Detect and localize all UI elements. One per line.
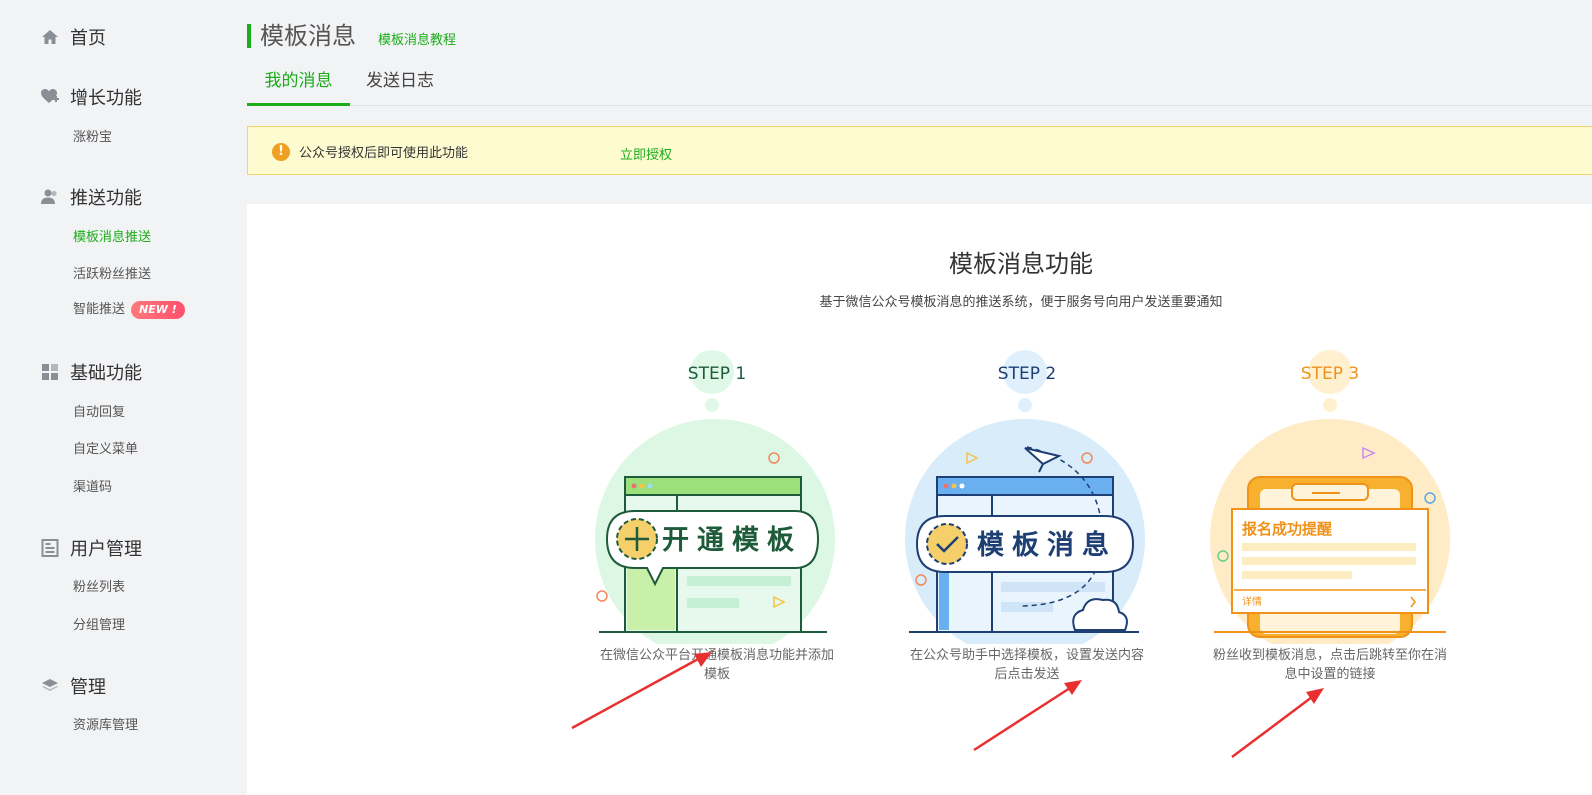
sidebar-item-auto-reply[interactable]: 自动回复 bbox=[73, 405, 126, 420]
sidebar-item-smart-push[interactable]: 智能推送 NEW ! bbox=[73, 298, 185, 319]
authorize-link[interactable]: 立即授权 bbox=[620, 148, 673, 163]
tutorial-link[interactable]: 模板消息教程 bbox=[378, 33, 457, 48]
layers-icon bbox=[40, 676, 60, 696]
step-2-desc: 在公众号助手中选择模板，设置发送内容后点击发送 bbox=[909, 648, 1144, 682]
nav-growth-title: 增长功能 bbox=[70, 88, 142, 109]
step-2-illus-text: 模板消息 bbox=[977, 529, 1117, 561]
title-accent bbox=[247, 24, 251, 48]
step-2-illustration: 模板消息 bbox=[905, 350, 1145, 644]
step-3-card-title: 报名成功提醒 bbox=[1242, 520, 1332, 538]
feature-title: 模板消息功能 bbox=[949, 250, 1093, 278]
step-2: 模板消息 STEP 2 在公众号助手中选择模板，设置发送内容后点击发送 bbox=[897, 344, 1157, 684]
user-card-icon bbox=[40, 538, 60, 558]
step-1-illustration: 开通模板 bbox=[595, 350, 835, 644]
warning-icon: ! bbox=[272, 143, 290, 161]
nav-users-title: 用户管理 bbox=[70, 539, 142, 560]
nav-basic-title: 基础功能 bbox=[70, 363, 142, 384]
nav-growth[interactable]: 增长功能 bbox=[40, 84, 142, 110]
step-3-desc: 粉丝收到模板消息，点击后跳转至你在消息中设置的链接 bbox=[1212, 648, 1447, 682]
step-1-desc: 在微信公众平台开通模板消息功能并添加模板 bbox=[599, 648, 834, 682]
sidebar-item-fans-list[interactable]: 粉丝列表 bbox=[73, 580, 126, 595]
step-1-label: STEP 1 bbox=[687, 364, 747, 384]
home-icon bbox=[40, 27, 60, 47]
nav-manage-title: 管理 bbox=[70, 677, 106, 698]
nav-basic[interactable]: 基础功能 bbox=[40, 359, 142, 385]
sidebar-item-smart-push-label: 智能推送 bbox=[73, 302, 126, 317]
nav-home[interactable]: 首页 bbox=[40, 24, 106, 50]
tab-my-messages[interactable]: 我的消息 bbox=[247, 66, 350, 106]
step-1-illus-text: 开通模板 bbox=[662, 525, 802, 556]
step-3-label: STEP 3 bbox=[1300, 364, 1360, 384]
step-3: 报名成功提醒 详情 STEP 3 粉丝收到模板消息，点击后跳转至你在消息中设置的… bbox=[1200, 344, 1460, 684]
tab-send-log[interactable]: 发送日志 bbox=[366, 71, 434, 91]
notice-text: 公众号授权后即可使用此功能 bbox=[299, 146, 469, 161]
grid-icon bbox=[40, 362, 60, 382]
auth-notice: ! 公众号授权后即可使用此功能 立即授权 bbox=[247, 126, 1592, 175]
nav-push-title: 推送功能 bbox=[70, 188, 142, 209]
nav-manage[interactable]: 管理 bbox=[40, 673, 106, 699]
heart-plus-icon bbox=[40, 87, 60, 107]
users-icon bbox=[40, 187, 60, 207]
sidebar-item-active-fans-push[interactable]: 活跃粉丝推送 bbox=[73, 267, 152, 282]
tabs: 我的消息 发送日志 bbox=[247, 66, 1592, 106]
step-2-label: STEP 2 bbox=[997, 364, 1057, 384]
step-1: 开通模板 STEP 1 在微信公众平台开通模板消息功能并添加模板 bbox=[587, 344, 847, 684]
sidebar: 首页 增长功能 涨粉宝 推送功能 模板消息推送 活跃粉丝推送 智能推送 NEW !… bbox=[0, 0, 240, 795]
sidebar-item-group-manage[interactable]: 分组管理 bbox=[73, 618, 126, 633]
sidebar-item-zhangfenbao[interactable]: 涨粉宝 bbox=[73, 130, 113, 145]
nav-users[interactable]: 用户管理 bbox=[40, 535, 142, 561]
page-title: 模板消息 bbox=[260, 22, 356, 50]
feature-subtitle: 基于微信公众号模板消息的推送系统，便于服务号向用户发送重要通知 bbox=[819, 295, 1223, 310]
nav-push[interactable]: 推送功能 bbox=[40, 184, 142, 210]
nav-home-label: 首页 bbox=[70, 28, 106, 49]
feature-panel: 模板消息功能 基于微信公众号模板消息的推送系统，便于服务号向用户发送重要通知 bbox=[247, 204, 1592, 795]
title-bar: 模板消息 模板消息教程 bbox=[247, 22, 456, 50]
sidebar-item-resource-library[interactable]: 资源库管理 bbox=[73, 718, 139, 733]
sidebar-item-template-push[interactable]: 模板消息推送 bbox=[73, 230, 152, 245]
step-3-illustration: 报名成功提醒 详情 bbox=[1210, 350, 1450, 644]
sidebar-item-custom-menu[interactable]: 自定义菜单 bbox=[73, 442, 139, 457]
main-content: 模板消息 模板消息教程 我的消息 发送日志 ! 公众号授权后即可使用此功能 立即… bbox=[247, 0, 1592, 795]
sidebar-item-channel-code[interactable]: 渠道码 bbox=[73, 480, 113, 495]
step-3-card-link: 详情 bbox=[1242, 595, 1262, 608]
new-badge: NEW ! bbox=[131, 300, 185, 319]
